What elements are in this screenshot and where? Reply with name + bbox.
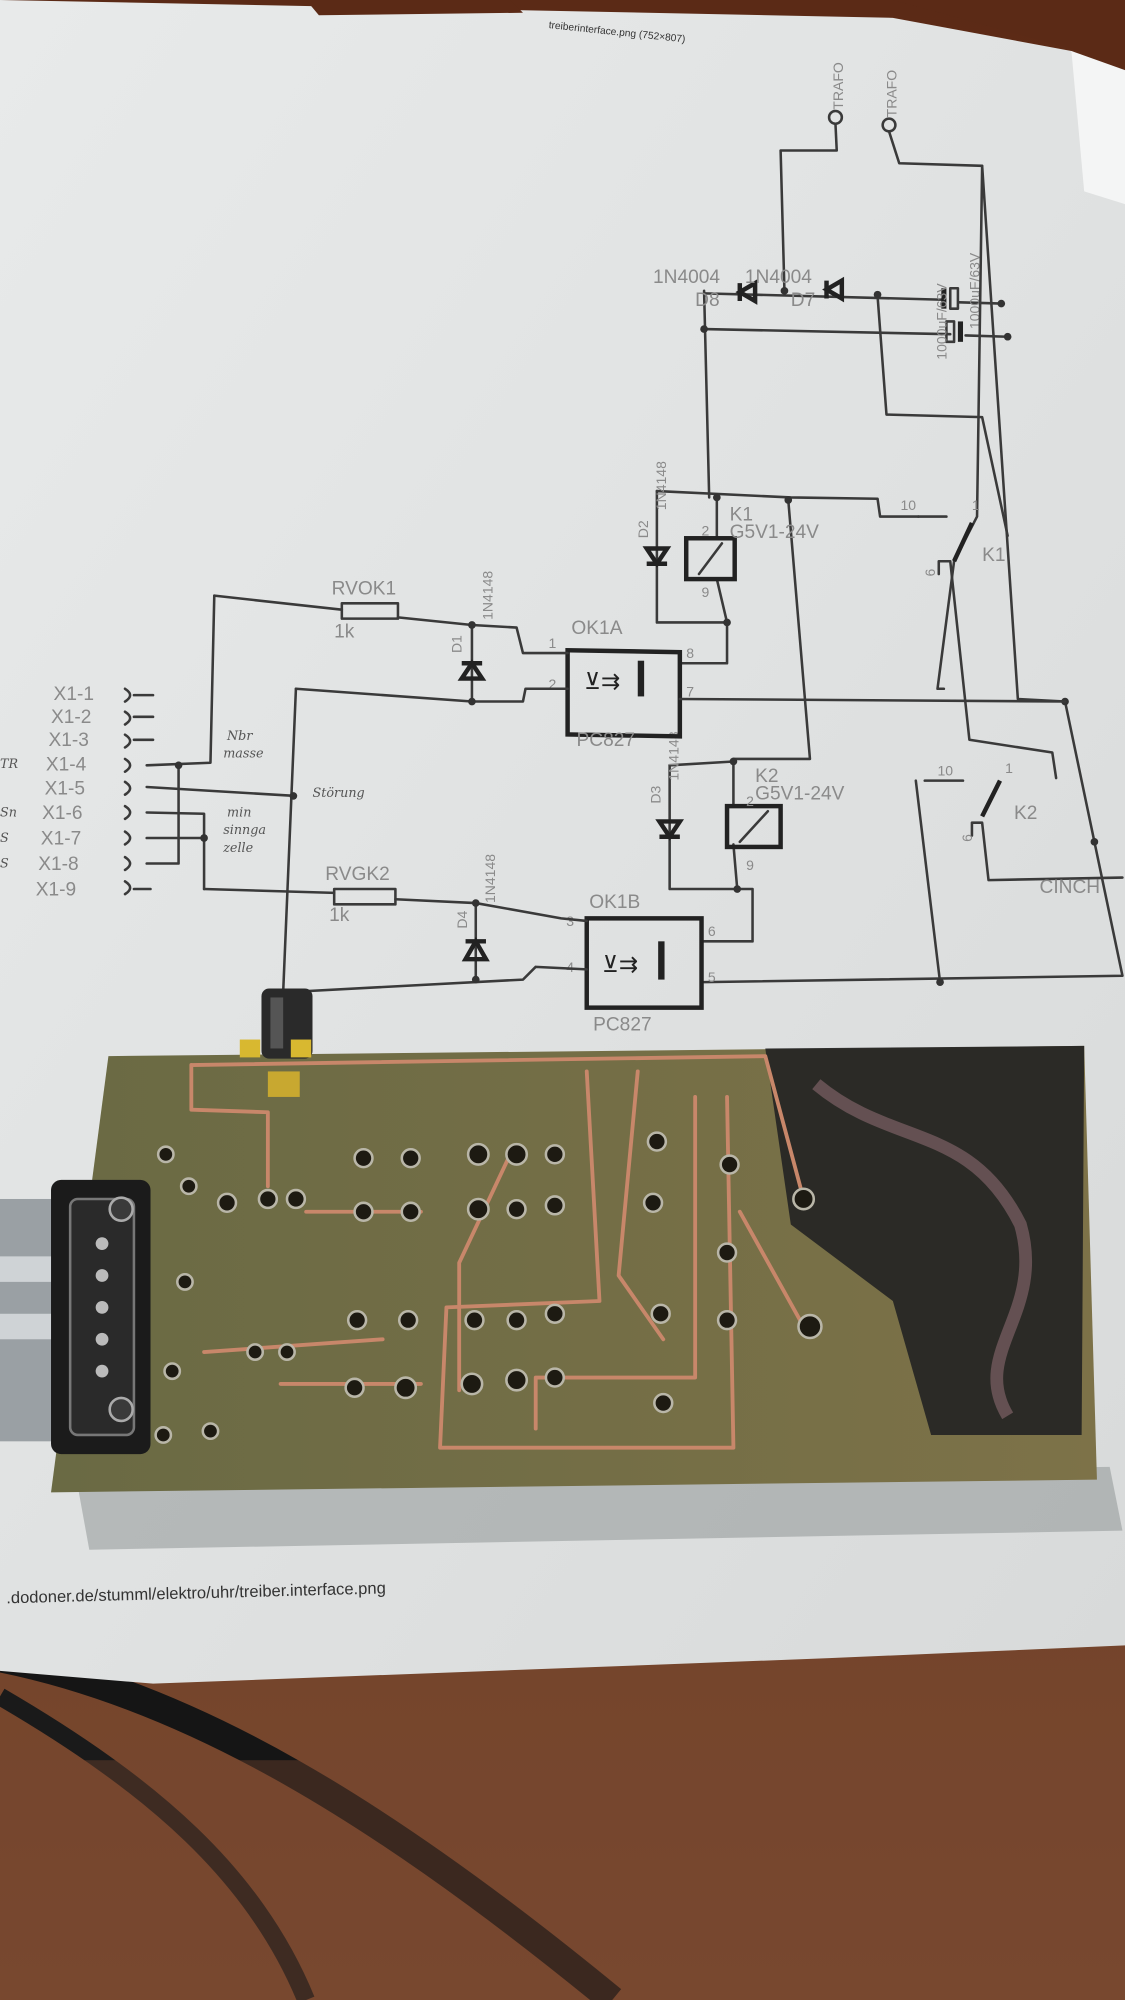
- resistor-icon: [332, 887, 397, 906]
- connector-pin-label: X1-7: [41, 828, 81, 849]
- cable: [0, 1688, 315, 2000]
- d3-type: 1N4148: [666, 731, 682, 780]
- d1-name: D1: [449, 635, 465, 653]
- d7-type: 1N4004: [745, 267, 812, 288]
- optocoupler-ok1a: OK1A PC827 1 2 8 7 ⊻⇉: [548, 618, 1067, 751]
- connector-pin-label: X1-4: [46, 754, 87, 775]
- cinch-connector: [239, 988, 313, 1097]
- relay-coil-icon: [683, 536, 737, 582]
- diode-d4-icon: [461, 936, 490, 962]
- handwritten-note: Sn: [0, 805, 17, 820]
- rvok1-value: 1k: [334, 622, 355, 643]
- pin-label: 4: [566, 959, 574, 975]
- handwritten-note: S: [0, 856, 9, 871]
- handwritten-note: TR: [0, 757, 19, 772]
- cinch-label: CINCH: [1040, 877, 1101, 898]
- input-section: RVOK1 1k D1 1N4148 RVGK2 1k D4 1N4148 X1…: [0, 571, 589, 994]
- trafo-label: TRAFO: [830, 62, 846, 110]
- ok1a-type: PC827: [577, 730, 635, 751]
- pin-label: 2: [702, 523, 710, 539]
- pin-label: 2: [746, 793, 754, 809]
- pin-label: 10: [901, 497, 917, 513]
- cable: [0, 1644, 622, 2000]
- d8-name: D8: [695, 290, 719, 311]
- k1-name: K1: [730, 504, 753, 525]
- handwritten-note: min: [227, 805, 251, 820]
- pin-label: 2: [548, 676, 556, 692]
- d2-type: 1N4148: [653, 461, 669, 510]
- rvgk2-name: RVGK2: [325, 864, 390, 885]
- connector-hooks: [123, 687, 132, 896]
- capacitor-icon: [941, 288, 947, 309]
- d4-type: 1N4148: [482, 854, 498, 903]
- pin-label: 10: [938, 763, 954, 779]
- pin-label: 6: [708, 923, 716, 939]
- d8-type: 1N4004: [653, 267, 720, 288]
- db9-connector: [0, 1179, 151, 1455]
- k1-type: G5V1-24V: [730, 522, 820, 543]
- d3-name: D3: [648, 785, 664, 803]
- capacitor-icon: [945, 320, 956, 344]
- handwritten-note: masse: [223, 747, 263, 762]
- cap-1-label: 1000uF/63V: [933, 283, 949, 360]
- solder-pads: [154, 1131, 823, 1444]
- pin-label: 6: [959, 834, 975, 842]
- ok1a-name: OK1A: [571, 618, 622, 639]
- connector-pin-label: X1-5: [45, 779, 85, 800]
- k1-switch-label: K1: [982, 545, 1005, 566]
- rvok1-name: RVOK1: [332, 578, 396, 599]
- connector-pin-label: X1-2: [51, 707, 91, 728]
- connector-pin-label: X1-6: [42, 803, 82, 824]
- pin-label: 3: [566, 913, 574, 929]
- pin-label: 8: [686, 645, 694, 661]
- ok1b-name: OK1B: [589, 892, 640, 913]
- trafo-label: TRAFO: [884, 70, 900, 118]
- d2-name: D2: [635, 520, 651, 538]
- relay-k2: K2 G5V1-24V D3 1N4148 2 9 10 1 6 K2 CINC…: [648, 697, 1124, 986]
- k2-name: K2: [755, 766, 778, 787]
- diode-d7-icon: [822, 276, 845, 303]
- handwritten-note: Störung: [313, 786, 365, 801]
- relay-coil-icon: [724, 803, 783, 850]
- connector-pin-label: X1-1: [54, 684, 94, 705]
- pin-label: 5: [708, 969, 716, 985]
- pin-label: 9: [702, 584, 710, 600]
- connector-pin-label: X1-3: [48, 730, 88, 751]
- k2-switch-label: K2: [1014, 803, 1037, 824]
- d4-name: D4: [454, 910, 470, 928]
- rvgk2-value: 1k: [329, 905, 350, 926]
- diode-d1-icon: [457, 659, 487, 681]
- diode-d2-icon: [642, 546, 672, 568]
- optocoupler-symbol-icon: ⊻⇉: [584, 669, 620, 694]
- ok1b-type: PC827: [593, 1015, 651, 1036]
- d1-type: 1N4148: [479, 571, 495, 620]
- pin-label: 1: [1005, 760, 1013, 776]
- k2-type: G5V1-24V: [755, 784, 845, 805]
- pin-label: 7: [686, 683, 694, 699]
- connector-pin-label: X1-8: [38, 854, 78, 875]
- cap-2-label: 1000uF/63V: [967, 252, 983, 329]
- power-supply-section: TRAFO TRAFO 1N4004 1N4004 D8 D7 1000uF/6…: [653, 62, 1067, 703]
- handwritten-note: S: [0, 831, 9, 846]
- d7-name: D7: [791, 290, 815, 311]
- handwritten-note: sinnga: [223, 823, 266, 838]
- pin-label: 9: [746, 857, 754, 873]
- optocoupler-ok1b: OK1B PC827 3 4 6 5 ⊻⇉: [566, 892, 716, 1035]
- diode-d3-icon: [655, 819, 685, 841]
- pin-label: 6: [922, 569, 938, 577]
- optocoupler-symbol-icon: ⊻⇉: [602, 952, 638, 977]
- connector-pin-label: X1-9: [36, 879, 76, 900]
- relay-k1: K1 G5V1-24V D2 1N4148 2 9 10 1 6 K1: [635, 164, 1058, 780]
- resistor-icon: [340, 602, 400, 620]
- handwritten-note: zelle: [222, 841, 253, 856]
- pin-label: 1: [972, 497, 980, 513]
- diode-d8-icon: [735, 279, 758, 305]
- pin-label: 1: [548, 635, 556, 651]
- handwritten-note: Nbr: [226, 729, 253, 744]
